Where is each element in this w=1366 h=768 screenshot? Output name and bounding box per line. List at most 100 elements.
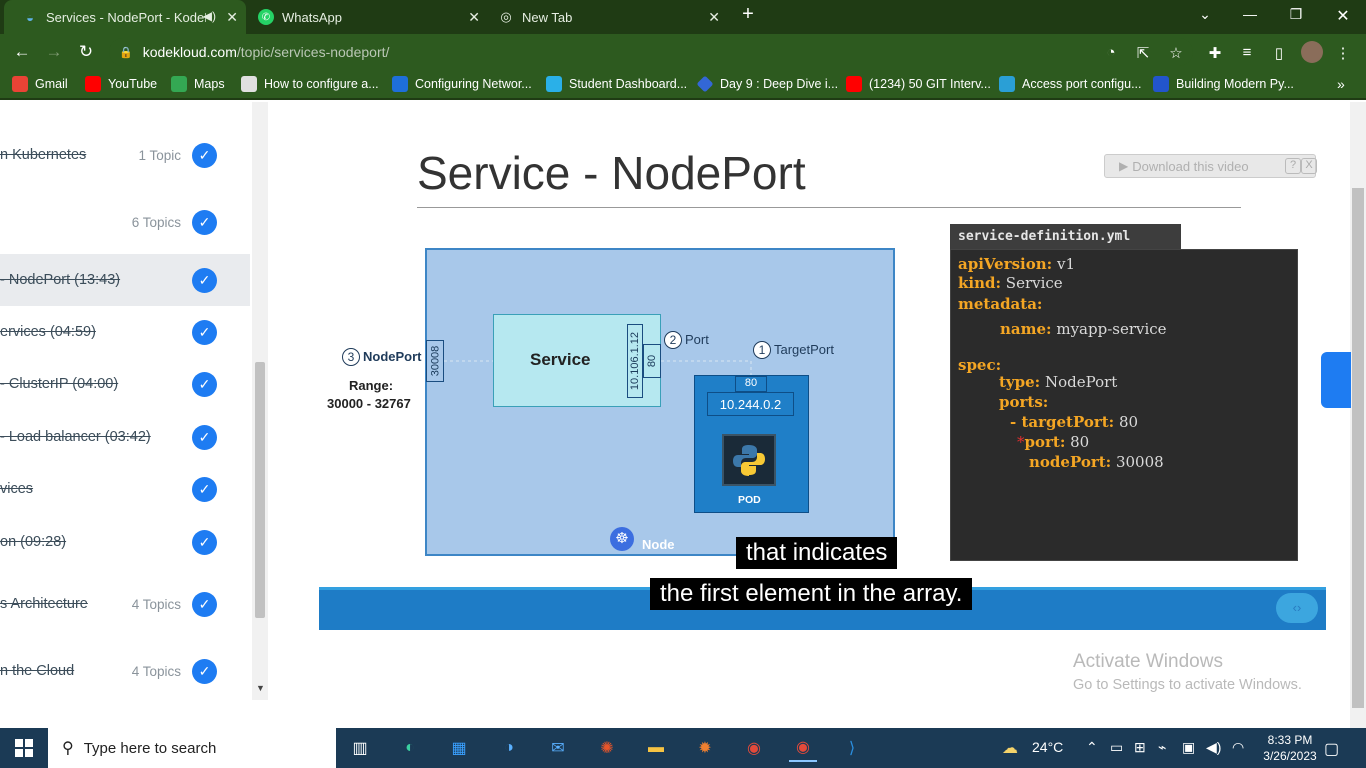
- bookmark-day-9[interactable]: Day 9 : Deep Dive i...: [696, 75, 838, 93]
- bookmark-student-dashboard[interactable]: Student Dashboard...: [546, 76, 687, 92]
- yaml-line: *port: 80: [1017, 433, 1090, 451]
- sidebar-item[interactable]: 6 Topics✓: [0, 196, 250, 248]
- close-icon[interactable]: X: [1301, 158, 1317, 174]
- chrome-icon[interactable]: ◉: [747, 740, 761, 757]
- task-view-icon[interactable]: ▥: [352, 740, 368, 757]
- menu-icon[interactable]: ⋮: [1335, 45, 1351, 62]
- display-icon[interactable]: ▣: [1182, 739, 1196, 755]
- help-icon[interactable]: ?: [1285, 158, 1301, 174]
- range-value: 30000 - 32767: [327, 396, 411, 411]
- temperature[interactable]: 24°C: [1032, 739, 1064, 755]
- bookmark-configuring-network[interactable]: Configuring Networ...: [392, 76, 532, 92]
- app-icon[interactable]: ◑: [504, 739, 514, 756]
- bookmark-building-modern[interactable]: Building Modern Py...: [1153, 76, 1294, 92]
- bookmark-youtube[interactable]: YouTube: [85, 76, 157, 92]
- bookmark-access-port[interactable]: Access port configu...: [999, 76, 1142, 92]
- tab-search-icon[interactable]: ⌄: [1199, 6, 1211, 22]
- mail-icon[interactable]: ✉: [551, 740, 565, 757]
- sidebar-item[interactable]: vices✓: [0, 463, 250, 515]
- download-video-button[interactable]: ▶ Download this video ? X: [1104, 154, 1317, 178]
- sidebar-item-current[interactable]: - NodePort (13:43)✓: [0, 254, 250, 306]
- share-icon[interactable]: ⇱: [1136, 45, 1150, 62]
- pod-port: 80: [735, 376, 767, 392]
- app-swirl-icon[interactable]: ✺: [600, 740, 614, 757]
- page-icon: [241, 76, 257, 92]
- more-bookmarks-icon[interactable]: »: [1337, 76, 1345, 92]
- youtube-icon: [846, 76, 862, 92]
- tab-whatsapp[interactable]: ✆ WhatsApp ✕: [248, 0, 488, 34]
- sidebar-item[interactable]: - ClusterIP (04:00)✓: [0, 358, 250, 410]
- volume-icon[interactable]: ◀): [1206, 739, 1222, 755]
- minimize-button[interactable]: —: [1243, 6, 1257, 22]
- sidebar-item[interactable]: on (09:28)✓: [0, 516, 250, 568]
- lock-icon: 🔒: [119, 46, 133, 59]
- check-icon: ✓: [192, 658, 217, 684]
- slide-title: Service - NodePort: [417, 147, 806, 199]
- sidebar-item[interactable]: - Load balancer (03:42)✓: [0, 411, 250, 463]
- taskbar-search-box[interactable]: ⚲ Type here to search: [48, 728, 336, 768]
- bookmark-gmail[interactable]: Gmail: [12, 76, 68, 92]
- side-panel-icon[interactable]: ▯: [1274, 45, 1284, 62]
- bookmark-git-interview[interactable]: (1234) 50 GIT Interv...: [846, 76, 991, 92]
- close-window-button[interactable]: ✕: [1336, 8, 1350, 25]
- file-explorer-icon[interactable]: ▬: [648, 739, 664, 756]
- close-tab-icon[interactable]: ✕: [226, 9, 238, 25]
- url-field[interactable]: 🔒 kodekloud.com/topic/services-nodeport/: [109, 38, 1193, 66]
- weather-icon[interactable]: ☁: [1002, 740, 1018, 757]
- chrome-profile-icon[interactable]: ◉: [789, 734, 817, 762]
- reading-list-icon[interactable]: ≡: [1242, 44, 1252, 61]
- speaker-icon[interactable]: ◀): [202, 9, 216, 23]
- chat-widget-button[interactable]: [1321, 352, 1351, 408]
- address-bar: ← → ↻ 🔒 kodekloud.com/topic/services-nod…: [0, 34, 1366, 70]
- sidebar-scroll-thumb[interactable]: [255, 362, 265, 618]
- restore-button[interactable]: ❐: [1289, 6, 1303, 22]
- pod-label: POD: [738, 494, 761, 506]
- battery-icon[interactable]: ▭: [1110, 739, 1124, 755]
- start-button[interactable]: [0, 728, 48, 768]
- back-icon[interactable]: ←: [13, 42, 31, 61]
- vscode-icon[interactable]: ⟩: [848, 740, 856, 757]
- gmail-icon: [12, 76, 28, 92]
- clock[interactable]: 8:33 PM 3/26/2023: [1263, 733, 1317, 763]
- reload-icon[interactable]: ↻: [78, 42, 94, 61]
- settings-app-icon[interactable]: ✹: [698, 740, 712, 757]
- bookmark-maps[interactable]: Maps: [171, 76, 225, 92]
- bookmarks-bar: Gmail YouTube Maps How to configure a...…: [0, 70, 1366, 100]
- store-icon[interactable]: ▦: [451, 740, 467, 757]
- number-badge: 3: [342, 348, 360, 366]
- yaml-line: ports:: [999, 393, 1049, 411]
- service-label: Service: [530, 350, 591, 369]
- activate-windows-title: Activate Windows: [1073, 651, 1223, 672]
- tab-new-tab[interactable]: ◎ New Tab ✕: [488, 0, 728, 34]
- usb-icon[interactable]: ⌁: [1158, 739, 1167, 755]
- profile-avatar[interactable]: [1301, 41, 1323, 63]
- url-host: kodekloud.com: [142, 44, 237, 60]
- tab-services-nodeport[interactable]: ◒ Services - NodePort - KodeK ◀) ✕: [4, 0, 246, 34]
- close-tab-icon[interactable]: ✕: [708, 9, 720, 25]
- bookmark-how-to-configure[interactable]: How to configure a...: [241, 76, 379, 92]
- chrome-icon: ◎: [500, 9, 512, 24]
- show-hidden-icons-icon[interactable]: ⌃: [1086, 739, 1098, 755]
- bookmark-star-icon[interactable]: ☆: [1169, 45, 1183, 62]
- yaml-line: type: NodePort: [999, 373, 1118, 391]
- edge-icon[interactable]: ◐: [405, 739, 415, 756]
- scroll-down-arrow-icon[interactable]: ▼: [256, 683, 265, 693]
- wifi-icon[interactable]: ◠: [1232, 739, 1245, 755]
- number-badge: 1: [753, 341, 771, 359]
- sidebar-item[interactable]: ervices (04:59)✓: [0, 306, 250, 358]
- new-tab-button[interactable]: +: [742, 3, 754, 25]
- cluster-ip-box: 10.106.1.12: [627, 324, 643, 398]
- network-icon[interactable]: ⊞: [1134, 739, 1146, 755]
- extensions-icon[interactable]: ✚: [1208, 45, 1222, 62]
- forward-icon[interactable]: →: [45, 42, 63, 61]
- yaml-line: name: myapp-service: [1000, 320, 1167, 338]
- close-tab-icon[interactable]: ✕: [468, 9, 480, 25]
- performance-icon[interactable]: ◔: [1106, 44, 1116, 61]
- page-scroll-thumb[interactable]: [1352, 188, 1364, 708]
- notifications-icon[interactable]: ▢: [1324, 741, 1340, 758]
